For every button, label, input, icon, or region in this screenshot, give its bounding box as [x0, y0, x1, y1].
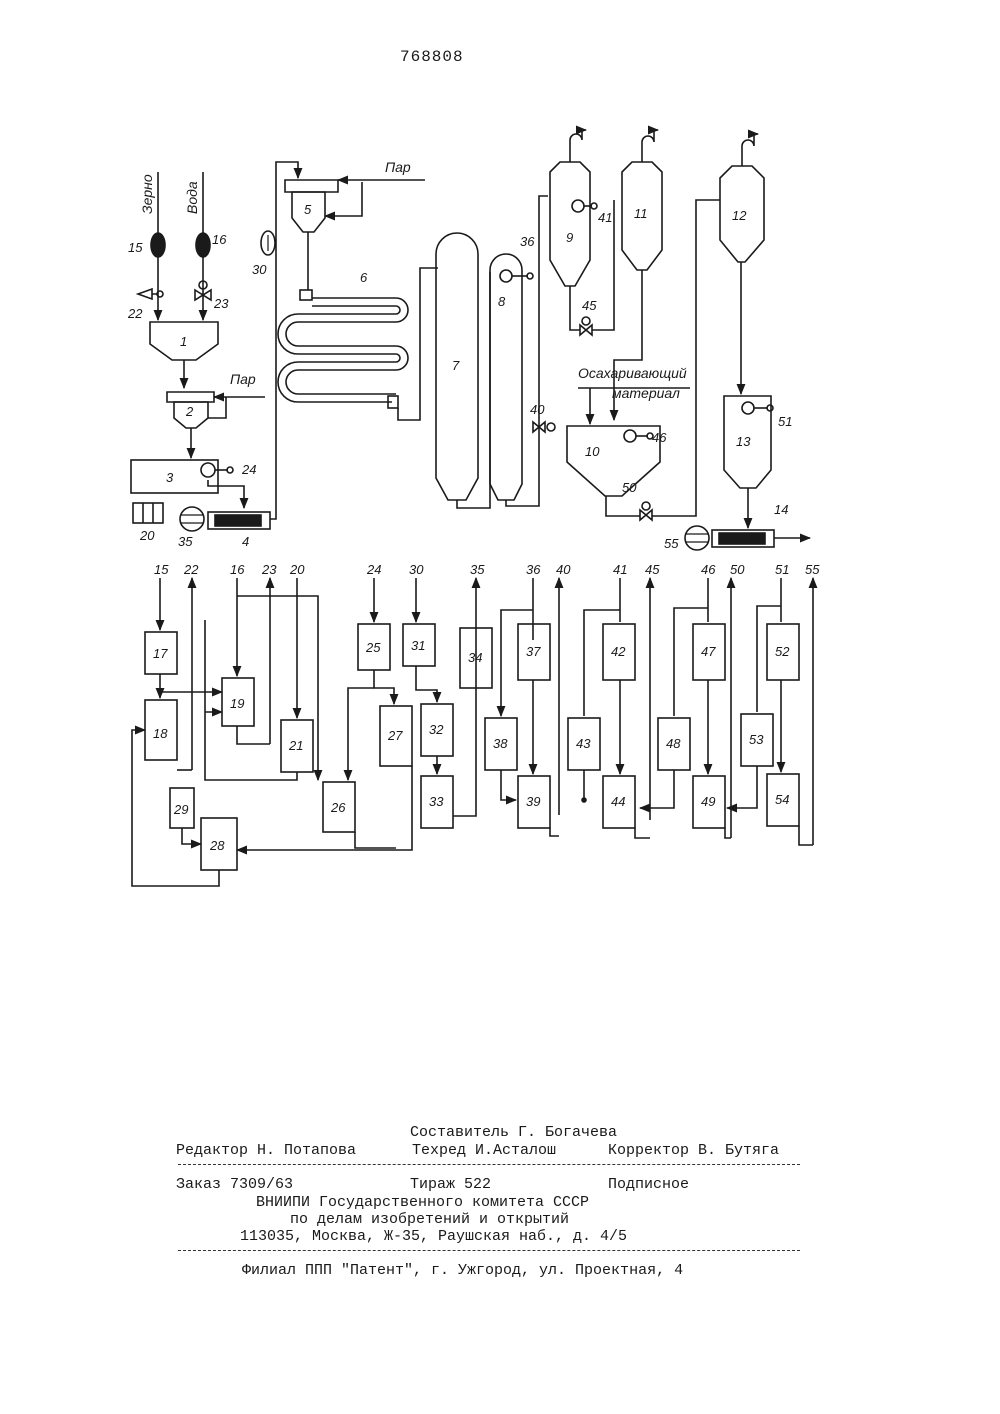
sensor-40-label: 40: [530, 402, 545, 417]
block-33-label: 33: [429, 794, 444, 809]
process-and-control-diagram: Зерно Вода Пар Пар Осахаривающий материа…: [0, 0, 1000, 1000]
steam-label-2: Пар: [385, 159, 411, 175]
saccharifying-label-2: материал: [612, 385, 680, 401]
block-44-label: 44: [611, 794, 625, 809]
block-26-label: 26: [330, 800, 346, 815]
saccharifying-label-1: Осахаривающий: [578, 365, 687, 381]
ctl-top-41: 41: [613, 562, 627, 577]
compiler-line: Составитель Г. Богачева: [410, 1124, 617, 1141]
org-line-1: ВНИИПИ Государственного комитета СССР: [256, 1194, 589, 1211]
sensor-30-label: 30: [252, 262, 267, 277]
unit-9-label: 9: [566, 230, 573, 245]
ctl-top-46: 46: [701, 562, 716, 577]
ctl-top-22: 22: [183, 562, 199, 577]
unit-3-label: 3: [166, 470, 174, 485]
block-42-label: 42: [611, 644, 626, 659]
block-53-label: 53: [749, 732, 764, 747]
subscription-line: Подписное: [608, 1176, 689, 1193]
block-43-label: 43: [576, 736, 591, 751]
unit-7-label: 7: [452, 358, 460, 373]
unit-5-label: 5: [304, 202, 312, 217]
unit-12-label: 12: [732, 208, 747, 223]
block-31-label: 31: [411, 638, 425, 653]
water-label: Вода: [184, 181, 200, 214]
sensor-46-label: 46: [652, 430, 667, 445]
steam-label-1: Пар: [230, 371, 256, 387]
sensor-55-label: 55: [664, 536, 679, 551]
block-27-label: 27: [387, 728, 403, 743]
control-top-labels: 15 22 16 23 20 24 30 35 36 40 41 45 46 5…: [154, 562, 820, 577]
sensor-15-label: 15: [128, 240, 143, 255]
block-38-label: 38: [493, 736, 508, 751]
editor-line: Редактор Н. Потапова: [176, 1142, 356, 1159]
ctl-top-36: 36: [526, 562, 541, 577]
ctl-top-45: 45: [645, 562, 660, 577]
unit-13-label: 13: [736, 434, 751, 449]
unit-8-label: 8: [498, 294, 506, 309]
ctl-top-23: 23: [261, 562, 277, 577]
org-line-2: по делам изобретений и открытий: [290, 1211, 569, 1228]
grain-label: Зерно: [139, 174, 155, 214]
block-17-label: 17: [153, 646, 168, 661]
ctl-top-40: 40: [556, 562, 571, 577]
block-29-label: 29: [173, 802, 188, 817]
block-54-label: 54: [775, 792, 789, 807]
unit-10-label: 10: [585, 444, 600, 459]
sensor-36-label: 36: [520, 234, 535, 249]
sensor-20-label: 20: [139, 528, 155, 543]
unit-2-label: 2: [185, 404, 194, 419]
block-34-label: 34: [468, 650, 482, 665]
block-32-label: 32: [429, 722, 444, 737]
imprint-block: Составитель Г. Богачева Редактор Н. Пота…: [0, 1118, 1000, 1288]
branch-line: Филиал ППП "Патент", г. Ужгород, ул. Про…: [242, 1262, 683, 1279]
block-19-label: 19: [230, 696, 244, 711]
techred-line: Техред И.Асталош: [412, 1142, 556, 1159]
sensor-45-label: 45: [582, 298, 597, 313]
unit-1-label: 1: [180, 334, 187, 349]
divider-top: [178, 1164, 800, 1165]
sensor-51-label: 51: [778, 414, 792, 429]
ctl-top-55: 55: [805, 562, 820, 577]
sensor-50-label: 50: [622, 480, 637, 495]
block-47-label: 47: [701, 644, 716, 659]
ctl-top-50: 50: [730, 562, 745, 577]
ctl-top-35: 35: [470, 562, 485, 577]
block-18-label: 18: [153, 726, 168, 741]
sensor-23-label: 23: [213, 296, 229, 311]
unit-11-label: 11: [634, 206, 648, 221]
block-48-label: 48: [666, 736, 681, 751]
divider-bottom: [178, 1250, 800, 1251]
ctl-top-15: 15: [154, 562, 169, 577]
ctl-top-51: 51: [775, 562, 789, 577]
sensor-24-label: 24: [241, 462, 256, 477]
circulation-line: Тираж 522: [410, 1176, 491, 1193]
block-39-label: 39: [526, 794, 540, 809]
control-block-labels: 17 18 19 21 25 26 27 28 29 31 32 33 34 3…: [153, 638, 790, 853]
block-25-label: 25: [365, 640, 381, 655]
sensor-16-label: 16: [212, 232, 227, 247]
block-37-label: 37: [526, 644, 541, 659]
unit-4-label: 4: [242, 534, 249, 549]
block-49-label: 49: [701, 794, 715, 809]
block-52-label: 52: [775, 644, 790, 659]
ctl-top-24: 24: [366, 562, 381, 577]
block-21-label: 21: [288, 738, 303, 753]
corrector-line: Корректор В. Бутяга: [608, 1142, 779, 1159]
order-line: Заказ 7309/63: [176, 1176, 293, 1193]
unit-6-label: 6: [360, 270, 368, 285]
address-line: 113035, Москва, Ж-35, Раушская наб., д. …: [240, 1228, 627, 1245]
sensor-35-label: 35: [178, 534, 193, 549]
unit-14-label: 14: [774, 502, 788, 517]
ctl-top-20: 20: [289, 562, 305, 577]
block-28-label: 28: [209, 838, 225, 853]
sensor-22-label: 22: [127, 306, 143, 321]
sensor-41-label: 41: [598, 210, 612, 225]
ctl-top-30: 30: [409, 562, 424, 577]
ctl-top-16: 16: [230, 562, 245, 577]
